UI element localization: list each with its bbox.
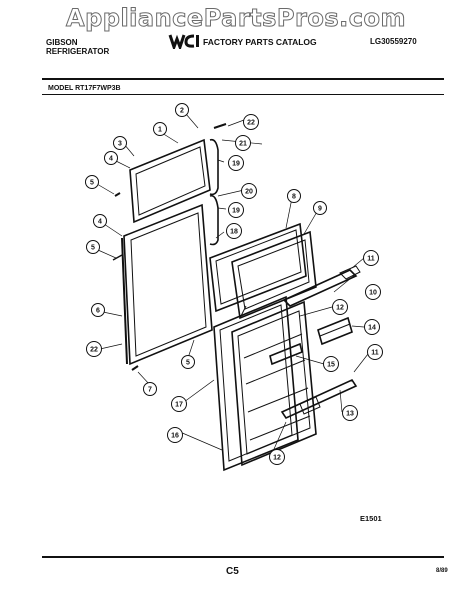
callout-marker xyxy=(323,356,339,372)
callout-marker xyxy=(171,396,187,412)
callout-label: 13 xyxy=(346,411,354,418)
model-label: MODEL RT17F7WP3B xyxy=(48,85,121,92)
freezer-gasket xyxy=(209,222,307,313)
diagram-linework xyxy=(112,123,361,472)
date-code: 8/89 xyxy=(436,568,448,574)
callout-label: 20 xyxy=(245,189,253,196)
callout-label: 3 xyxy=(118,141,122,148)
callout-marker xyxy=(153,122,167,136)
catalog-title: FACTORY PARTS CATALOG xyxy=(203,37,317,47)
callout-label: 11 xyxy=(367,256,375,263)
callout-marker xyxy=(364,319,380,335)
callout-label: 18 xyxy=(230,229,238,236)
callout-marker xyxy=(226,223,242,239)
callout-label: 16 xyxy=(171,433,179,440)
callout-marker xyxy=(93,214,107,228)
fresh-food-door-frame xyxy=(123,203,213,366)
document-number: LG30559270 xyxy=(370,37,417,46)
callout-label: 19 xyxy=(232,208,240,215)
callout-label: 9 xyxy=(318,206,322,213)
freezer-door-frame xyxy=(129,138,211,224)
callout-label: 1 xyxy=(158,127,162,134)
callout-label: 5 xyxy=(91,245,95,252)
wci-logo-icon xyxy=(168,34,199,49)
callout-label: 6 xyxy=(96,308,100,315)
callout-label: 15 xyxy=(327,362,335,369)
callout-numbers: 1 2 3 4 5 4 5 6 22 7 5 22 21 19 20 19 18… xyxy=(90,108,379,462)
figure-code: E1501 xyxy=(360,514,382,523)
freezer-liner xyxy=(231,230,317,320)
callout-label: 8 xyxy=(292,194,296,201)
callout-label: 4 xyxy=(98,219,102,226)
gasket-strip-lower xyxy=(209,194,219,246)
gasket-strip-upper xyxy=(209,138,219,196)
callout-label: 5 xyxy=(90,180,94,187)
callout-label: 17 xyxy=(175,402,183,409)
callout-label: 7 xyxy=(148,387,152,394)
callout-label: 2 xyxy=(180,108,184,115)
callout-label: 11 xyxy=(371,350,379,357)
callout-label: 12 xyxy=(273,455,281,462)
fresh-food-gasket xyxy=(213,295,299,472)
callout-marker xyxy=(228,155,244,171)
callout-marker xyxy=(269,449,285,465)
footer-divider xyxy=(42,556,444,558)
freezer-door-panel xyxy=(135,146,206,216)
callout-label: 21 xyxy=(239,141,247,148)
callout-marker xyxy=(363,250,379,266)
callout-marker xyxy=(241,183,257,199)
callout-label: 19 xyxy=(232,161,240,168)
header-divider xyxy=(42,78,444,80)
callout-label: 14 xyxy=(368,325,376,332)
callout-marker xyxy=(85,175,99,189)
callout-marker xyxy=(367,344,383,360)
callout-label: 22 xyxy=(90,347,98,354)
hinge-pin xyxy=(114,192,121,197)
watermark: AppliancePartsPros.com xyxy=(66,4,406,33)
callout-marker xyxy=(332,299,348,315)
door-shelf-bar xyxy=(280,378,358,420)
fresh-food-liner xyxy=(231,300,317,467)
callout-label: 22 xyxy=(247,120,255,127)
callout-marker xyxy=(228,202,244,218)
model-divider xyxy=(42,94,444,95)
callout-label: 4 xyxy=(109,156,113,163)
dairy-door xyxy=(317,316,353,346)
callout-markers xyxy=(85,103,383,465)
product-type: REFRIGERATOR xyxy=(46,47,110,56)
callout-label: 5 xyxy=(186,360,190,367)
callout-marker xyxy=(113,136,127,150)
callout-marker xyxy=(86,341,102,357)
butter-compartment xyxy=(269,342,303,366)
callout-label: 12 xyxy=(336,305,344,312)
callout-marker xyxy=(91,303,105,317)
callout-marker xyxy=(181,355,195,369)
brand-name: GIBSON xyxy=(46,38,78,47)
callout-marker xyxy=(313,201,327,215)
callout-marker xyxy=(243,114,259,130)
callout-marker xyxy=(143,382,157,396)
callout-marker xyxy=(365,284,381,300)
callout-marker xyxy=(167,427,183,443)
fresh-food-door-panel xyxy=(130,212,207,357)
callout-marker xyxy=(287,189,301,203)
callout-label: 10 xyxy=(369,290,377,297)
callout-marker xyxy=(235,135,251,151)
page-number: C5 xyxy=(226,566,239,577)
callout-marker xyxy=(104,151,118,165)
freezer-shelf xyxy=(282,269,358,307)
callout-marker xyxy=(86,240,100,254)
callout-marker xyxy=(342,405,358,421)
callout-marker xyxy=(175,103,189,117)
